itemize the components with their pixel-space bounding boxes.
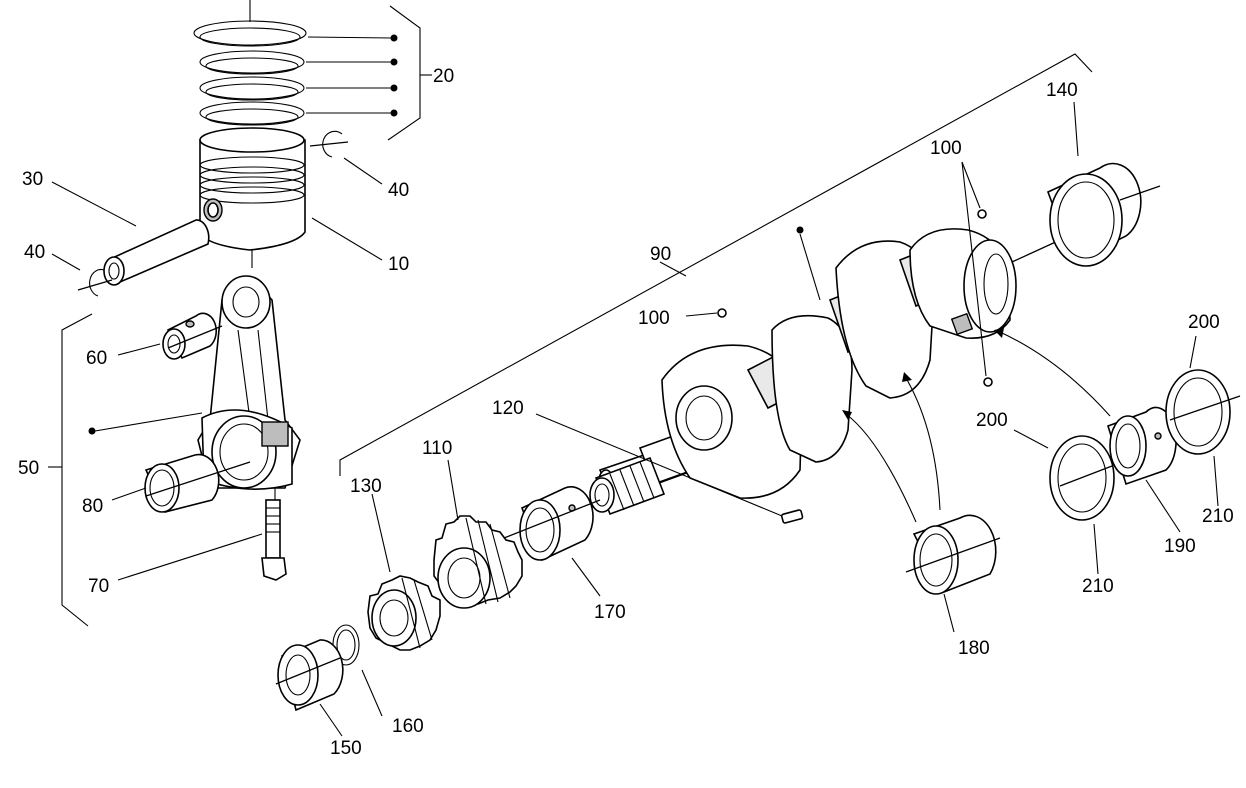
group-brackets	[48, 5, 1093, 627]
crank-gear-small	[367, 575, 441, 651]
callout-90: 90	[650, 244, 671, 265]
callout-100-left: 100	[638, 308, 670, 329]
callout-20: 20	[433, 66, 454, 87]
callout-200-left: 200	[976, 410, 1008, 431]
connecting-rod	[162, 275, 301, 500]
piston-rings	[193, 0, 398, 126]
callout-180: 180	[958, 638, 990, 659]
thrust-bearing	[1107, 406, 1177, 486]
callout-50: 50	[18, 458, 39, 479]
piston	[199, 127, 306, 268]
callout-210-left: 210	[1082, 576, 1114, 597]
callout-labels: 20 30 40 40 10 60 50 80 70 90 100 100 14…	[18, 66, 1234, 759]
main-bearing-front	[503, 486, 601, 562]
assembly-arrows	[842, 328, 1111, 523]
thrust-washer-right	[1165, 369, 1241, 455]
callout-210-right: 210	[1202, 506, 1234, 527]
callout-10: 10	[388, 254, 409, 275]
leader-lines	[51, 101, 1219, 737]
callout-70: 70	[88, 576, 109, 597]
splined-sleeve	[589, 456, 666, 516]
callout-40-right: 40	[388, 180, 409, 201]
crankshaft-key	[780, 509, 804, 524]
crankshaft-dot	[796, 226, 804, 234]
callout-40-left: 40	[24, 242, 45, 263]
rod-assembly-dot	[88, 427, 96, 435]
piston-pin	[103, 219, 210, 286]
big-end-bearing	[144, 453, 251, 513]
callout-190: 190	[1164, 536, 1196, 557]
spacer-ring	[275, 639, 344, 712]
circlip-right	[309, 130, 349, 158]
crank-gear-large	[433, 515, 523, 609]
callout-30: 30	[22, 169, 43, 190]
oil-plugs	[685, 161, 993, 387]
callout-160: 160	[392, 716, 424, 737]
callout-200-right: 200	[1188, 312, 1220, 333]
thrust-washer-left	[1049, 435, 1115, 521]
callout-130: 130	[350, 476, 382, 497]
circlip-left	[77, 268, 113, 297]
callout-80: 80	[82, 496, 103, 517]
callout-140: 140	[1046, 80, 1078, 101]
crankshaft	[597, 228, 1061, 502]
callout-60: 60	[86, 348, 107, 369]
main-bearing-middle	[905, 514, 1001, 595]
callout-120: 120	[492, 398, 524, 419]
callout-150: 150	[330, 738, 362, 759]
callout-100-right: 100	[930, 138, 962, 159]
callout-170: 170	[594, 602, 626, 623]
callout-110: 110	[422, 438, 452, 459]
rod-bolt	[261, 499, 287, 581]
main-bearing-rear	[1046, 162, 1161, 267]
